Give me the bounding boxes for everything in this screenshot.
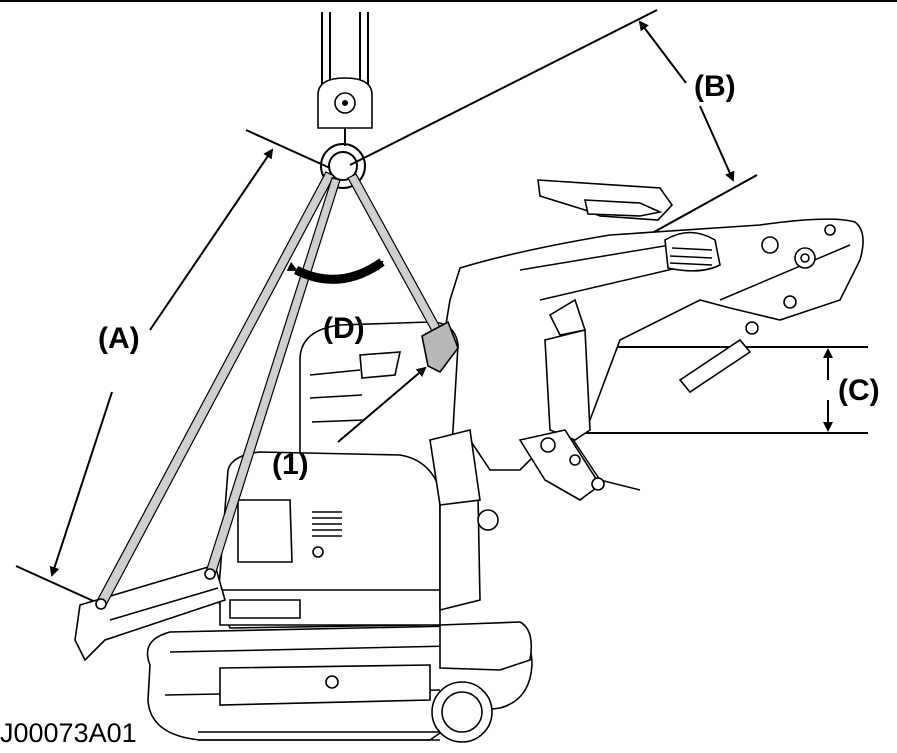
excavator-arm bbox=[429, 179, 864, 501]
swing-arrow bbox=[286, 258, 385, 284]
label-1: (1) bbox=[272, 448, 309, 481]
figure-code: J00073A01 bbox=[0, 718, 137, 748]
label-c: (C) bbox=[838, 374, 880, 407]
dimension-a bbox=[15, 129, 331, 605]
label-a: (A) bbox=[98, 322, 140, 355]
excavator-body bbox=[217, 321, 499, 629]
label-d: (D) bbox=[323, 312, 365, 345]
crawler-track bbox=[146, 621, 533, 743]
lifting-slings bbox=[95, 171, 459, 610]
label-b: (B) bbox=[694, 70, 736, 103]
crane-hook bbox=[317, 12, 373, 189]
leader-arrow-1 bbox=[337, 366, 427, 443]
